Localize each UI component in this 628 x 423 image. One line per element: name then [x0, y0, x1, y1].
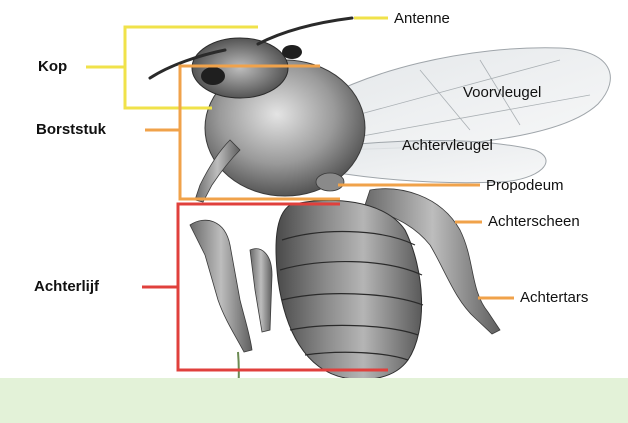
label-achterscheen: Achterscheen: [488, 213, 580, 231]
label-achterlijf: Achterlijf: [34, 278, 99, 296]
label-borststuk: Borststuk: [36, 121, 106, 139]
footer-band: [0, 378, 628, 423]
compound-eye: [201, 67, 225, 85]
label-antenne: Antenne: [394, 10, 450, 28]
label-achtervleugel: Achtervleugel: [402, 137, 493, 155]
head: [192, 38, 288, 98]
label-kop: Kop: [38, 58, 67, 76]
label-voorvleugel: Voorvleugel: [463, 84, 541, 102]
antenna: [258, 18, 352, 44]
label-achtertars: Achtertars: [520, 289, 588, 307]
label-propodeum: Propodeum: [486, 177, 564, 195]
